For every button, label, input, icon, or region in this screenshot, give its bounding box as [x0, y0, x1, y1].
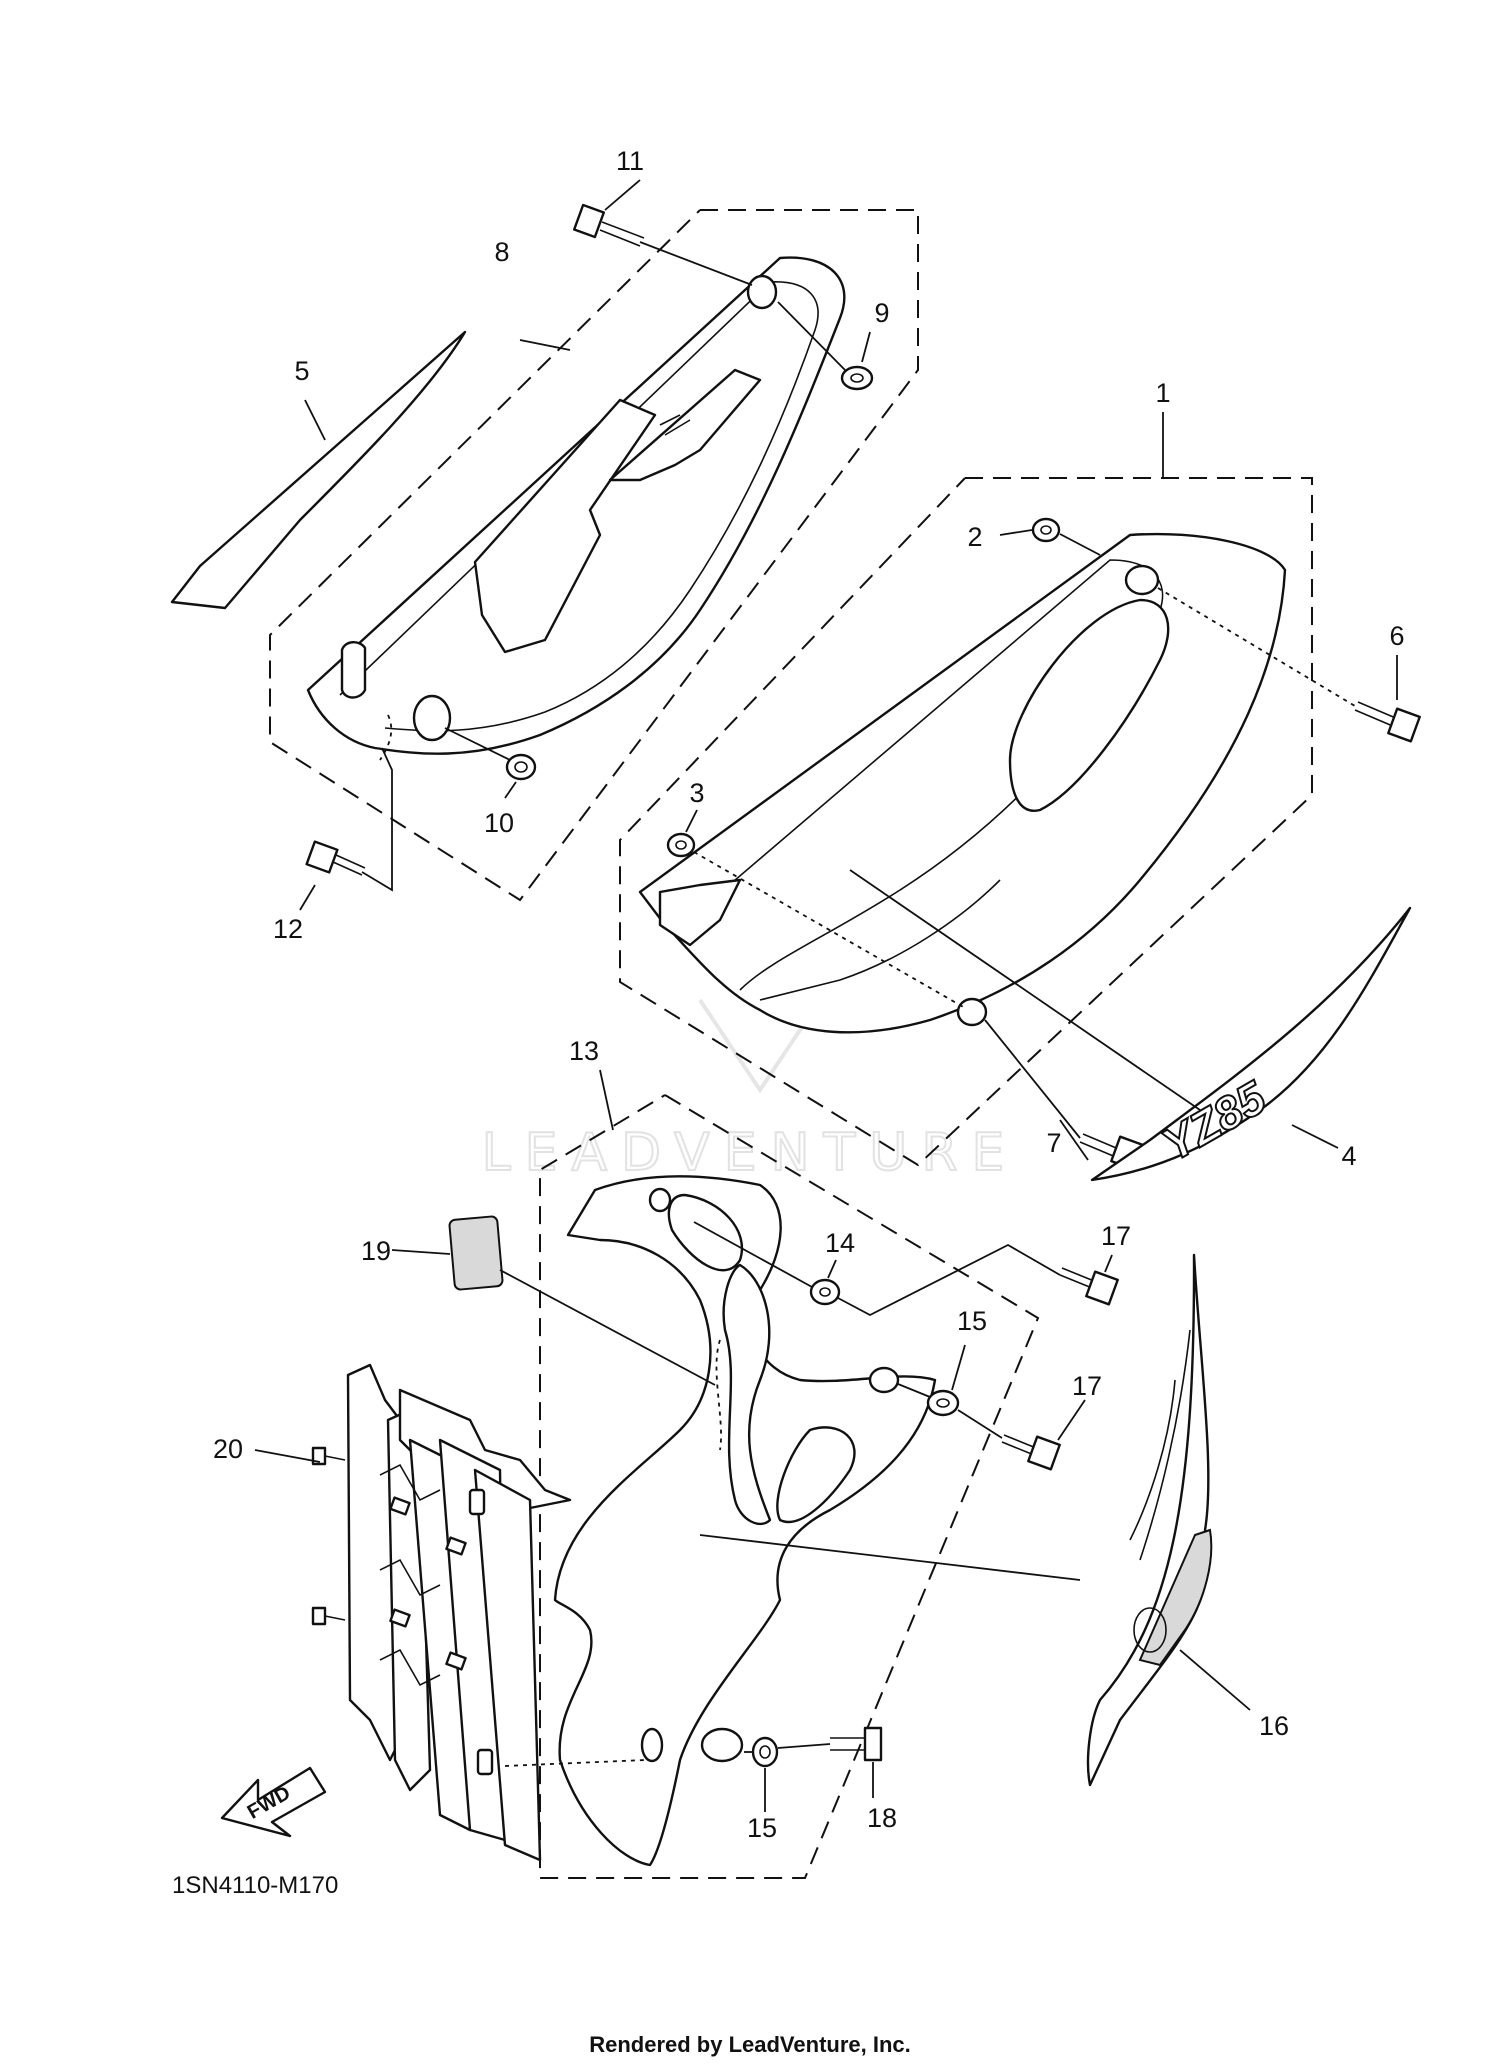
fwd-arrow-icon: FWD [220, 1766, 327, 1838]
washer-9 [777, 301, 874, 391]
bolt-17-lower [957, 1399, 1086, 1471]
callout-11: 11 [616, 146, 644, 176]
callout-labels: 1 2 3 4 5 6 7 8 9 10 11 12 13 14 15 15 1… [213, 146, 1405, 1843]
callout-7: 7 [1046, 1128, 1061, 1158]
callout-1: 1 [1155, 378, 1170, 408]
washer-15-middle [897, 1344, 966, 1417]
side-cover-8 [306, 256, 846, 761]
callout-10: 10 [484, 808, 514, 838]
callout-9: 9 [874, 298, 889, 328]
bolt-17-upper [837, 1243, 1119, 1317]
decal-16 [699, 1253, 1251, 1787]
callout-16: 16 [1259, 1711, 1289, 1741]
callout-3: 3 [689, 778, 704, 808]
washer-2 [999, 517, 1101, 556]
washer-14 [693, 1221, 841, 1306]
diagram-code: 1SN4110-M170 [172, 1872, 338, 1899]
leader-13 [599, 1069, 614, 1131]
bolt-12 [299, 747, 393, 911]
side-cover-1 [638, 532, 1287, 1034]
decal-5 [170, 330, 467, 610]
washer-10 [444, 727, 537, 799]
callout-15-b: 15 [747, 1813, 777, 1843]
callout-14: 14 [825, 1228, 855, 1258]
callout-2: 2 [967, 522, 982, 552]
bolt-6 [1157, 587, 1421, 743]
bolt-11 [573, 203, 753, 286]
callout-17-b: 17 [1072, 1371, 1102, 1401]
washer-15-lower [744, 1736, 779, 1812]
decal-19 [391, 1215, 716, 1386]
callout-5: 5 [294, 356, 309, 386]
callout-13: 13 [569, 1036, 599, 1066]
callout-17-a: 17 [1101, 1221, 1131, 1251]
radiator-shroud-13 [553, 1175, 937, 1867]
callout-20: 20 [213, 1434, 243, 1464]
leader-8 [519, 339, 571, 351]
callout-6: 6 [1389, 621, 1404, 651]
callout-8: 8 [494, 237, 509, 267]
callout-15-a: 15 [957, 1306, 987, 1336]
group-box-8 [269, 209, 919, 902]
footer-rendered-by: Rendered by LeadVenture, Inc. [589, 2032, 911, 2057]
washer-3 [666, 809, 966, 1009]
bolt-18 [777, 1726, 883, 1798]
group-box-1 [619, 477, 1313, 1167]
callout-4: 4 [1341, 1141, 1356, 1171]
callout-19: 19 [361, 1236, 391, 1266]
radiator-guard-20 [254, 1363, 646, 1862]
callout-12: 12 [273, 914, 303, 944]
watermark-text: LEADVENTURE [482, 1123, 1019, 1183]
callout-18: 18 [867, 1803, 897, 1833]
